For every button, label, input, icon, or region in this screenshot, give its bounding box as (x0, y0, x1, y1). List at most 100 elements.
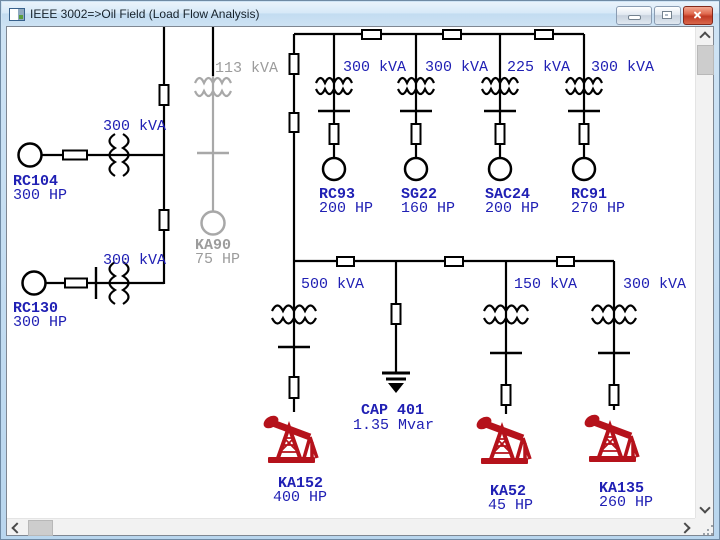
minimize-button[interactable] (616, 6, 652, 25)
fuse-topbus-2 (442, 29, 462, 40)
maximize-icon (662, 11, 672, 19)
pumpjack-ka152-icon (261, 413, 317, 463)
pumpjack-loads[interactable] (261, 412, 638, 464)
minimize-icon (628, 15, 641, 20)
title-bar[interactable]: IEEE 3002=>Oil Field (Load Flow Analysis… (2, 2, 719, 26)
label-sg22-rating: 160 HP (401, 200, 455, 217)
diagram-canvas[interactable]: 300 kVA RC104 300 HP 300 kVA RC130 300 H… (7, 27, 695, 518)
label-rc104-rating: 300 HP (13, 187, 67, 204)
fuse-topbus-1 (361, 29, 382, 40)
oneline-diagram-client-area: 300 kVA RC104 300 HP 300 kVA RC130 300 H… (6, 26, 714, 536)
transformer-ka152 (271, 304, 317, 325)
transformer-sg22 (396, 76, 436, 96)
pumpjack-ka52-icon (474, 414, 530, 464)
resize-grip-icon (707, 525, 713, 531)
resize-grip[interactable] (695, 518, 713, 535)
chevron-down-icon (698, 502, 711, 514)
scroll-right-button[interactable] (678, 519, 695, 536)
label-rc130-rating: 300 HP (13, 314, 67, 331)
window-title: IEEE 3002=>Oil Field (Load Flow Analysis… (30, 7, 260, 21)
label-ka90-kva: 113 kVA (215, 60, 278, 77)
app-icon[interactable] (9, 7, 25, 21)
label-ka52-kva: 150 kVA (514, 276, 577, 293)
cables-and-buses[interactable] (42, 27, 616, 414)
transformers[interactable] (108, 76, 637, 325)
pumpjack-ka135-icon (582, 412, 638, 462)
label-rc93-name: RC93 (319, 186, 355, 203)
scroll-down-button[interactable] (696, 501, 713, 518)
motor-sg22 (403, 156, 429, 182)
chevron-left-icon (11, 521, 23, 534)
label-ka135-kva: 300 kVA (623, 276, 686, 293)
motor-rc130 (21, 270, 47, 296)
label-ka90-name: KA90 (195, 237, 231, 254)
horizontal-scrollbar[interactable] (7, 518, 695, 536)
label-rc91-kva: 300 kVA (591, 59, 654, 76)
branch-ka90-out-of-service[interactable] (193, 76, 233, 236)
close-button[interactable] (683, 6, 713, 25)
capacitor-cap401[interactable] (382, 371, 410, 393)
label-rc130-kva: 300 kVA (103, 252, 166, 269)
horizontal-scroll-thumb[interactable] (28, 520, 53, 536)
fuse-feeder-left-upper (158, 84, 170, 106)
fuse-rc104 (62, 149, 88, 161)
fuse-sac24 (494, 123, 506, 145)
vertical-scrollbar[interactable] (695, 27, 714, 518)
label-rc93-kva: 300 kVA (343, 59, 406, 76)
oneline-diagram: 300 kVA RC104 300 HP 300 kVA RC130 300 H… (13, 27, 686, 514)
fuse-midbus-1 (336, 256, 355, 267)
motor-rc104 (17, 142, 43, 168)
fuse-cap401 (390, 303, 402, 325)
fuse-rc93 (328, 123, 340, 145)
label-sg22-name: SG22 (401, 186, 437, 203)
fuse-ka135 (608, 384, 620, 406)
transformer-ka90 (193, 76, 233, 98)
transformer-rc93 (314, 76, 354, 96)
capacitor-ground-arrow (388, 383, 404, 393)
motor-sac24 (487, 156, 513, 182)
fuse-rc91 (578, 123, 590, 145)
label-rc93-rating: 200 HP (319, 200, 373, 217)
fuse-midbus-3 (556, 256, 575, 267)
fuse-feeder-left-lower (158, 209, 170, 231)
motor-ka90 (200, 210, 226, 236)
fuse-riser-lower (288, 112, 300, 133)
label-sg22-kva: 300 kVA (425, 59, 488, 76)
scroll-left-button[interactable] (7, 519, 24, 536)
label-sac24-kva: 225 kVA (507, 59, 570, 76)
fuse-sg22 (410, 123, 422, 145)
label-cap401-name: CAP 401 (361, 402, 424, 419)
label-ka52-rating: 45 HP (488, 497, 533, 514)
label-rc91-rating: 270 HP (571, 200, 625, 217)
fuse-ka52 (500, 384, 512, 406)
motors[interactable] (17, 142, 597, 296)
maximize-button[interactable] (654, 6, 681, 25)
transformer-rc104 (108, 133, 130, 177)
label-rc104-name: RC104 (13, 173, 58, 190)
label-sac24-name: SAC24 (485, 186, 530, 203)
fuse-rc130 (64, 277, 88, 289)
scroll-up-button[interactable] (696, 27, 713, 44)
chevron-up-icon (698, 31, 711, 43)
motor-rc93 (321, 156, 347, 182)
chevron-right-icon (679, 521, 691, 534)
transformer-rc91 (564, 76, 604, 96)
label-cap401-rating: 1.35 Mvar (353, 417, 434, 434)
fuse-ka152 (288, 376, 300, 399)
motor-rc91 (571, 156, 597, 182)
switches[interactable] (94, 109, 630, 355)
label-sac24-rating: 200 HP (485, 200, 539, 217)
label-rc130-name: RC130 (13, 300, 58, 317)
transformer-ka52 (483, 304, 529, 325)
transformer-rc130 (108, 261, 130, 305)
label-ka135-name: KA135 (599, 480, 644, 497)
label-ka135-rating: 260 HP (599, 494, 653, 511)
label-rc104-kva: 300 kVA (103, 118, 166, 135)
fuse-midbus-2 (444, 256, 464, 267)
label-ka90-rating: 75 HP (195, 251, 240, 268)
label-ka152-rating: 400 HP (273, 489, 327, 506)
vertical-scroll-thumb[interactable] (697, 45, 714, 75)
fuses[interactable] (62, 29, 620, 406)
label-ka52-name: KA52 (490, 483, 526, 500)
